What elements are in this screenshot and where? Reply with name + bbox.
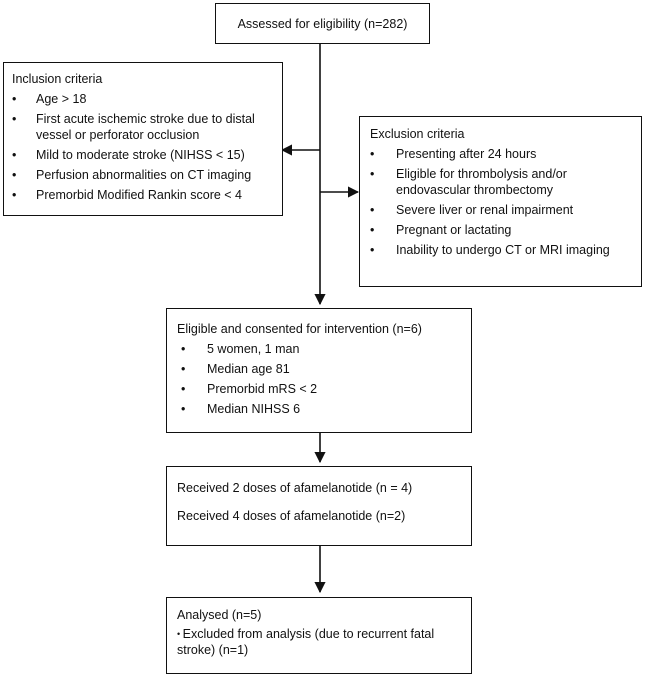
received-box: Received 2 doses of afamelanotide (n = 4… [166, 466, 472, 546]
inclusion-criteria-box: Inclusion criteria Age > 18 First acute … [3, 62, 283, 216]
analysed-title: Analysed (n=5) [177, 608, 262, 622]
assessed-text: Assessed for eligibility (n=282) [237, 16, 408, 31]
eligible-item: 5 women, 1 man [181, 341, 461, 357]
exclusion-list: Presenting after 24 hours Eligible for t… [370, 146, 631, 258]
analysed-excluded-note: Excluded from analysis (due to recurrent… [177, 626, 447, 658]
exclusion-item: Eligible for thrombolysis and/or endovas… [370, 166, 631, 198]
inclusion-item: Mild to moderate stroke (NIHSS < 15) [12, 147, 272, 163]
exclusion-item: Pregnant or lactating [370, 222, 631, 238]
assessed-box: Assessed for eligibility (n=282) [215, 3, 430, 44]
inclusion-title: Inclusion criteria [12, 72, 103, 86]
eligible-item: Median age 81 [181, 361, 461, 377]
exclusion-item: Presenting after 24 hours [370, 146, 631, 162]
exclusion-title: Exclusion criteria [370, 127, 465, 141]
inclusion-item: Age > 18 [12, 91, 272, 107]
eligible-box: Eligible and consented for intervention … [166, 308, 472, 433]
inclusion-item: Perfusion abnormalities on CT imaging [12, 167, 272, 183]
eligible-title: Eligible and consented for intervention … [177, 322, 422, 336]
exclusion-item: Inability to undergo CT or MRI imaging [370, 242, 631, 258]
eligible-list: 5 women, 1 man Median age 81 Premorbid m… [181, 341, 461, 417]
eligible-item: Premorbid mRS < 2 [181, 381, 461, 397]
inclusion-list: Age > 18 First acute ischemic stroke due… [12, 91, 272, 203]
analysed-box: Analysed (n=5) Excluded from analysis (d… [166, 597, 472, 674]
exclusion-item: Severe liver or renal impairment [370, 202, 631, 218]
received-line-2: Received 4 doses of afamelanotide (n=2) [177, 509, 406, 523]
inclusion-item: First acute ischemic stroke due to dista… [12, 111, 272, 143]
eligible-item: Median NIHSS 6 [181, 401, 461, 417]
inclusion-item: Premorbid Modified Rankin score < 4 [12, 187, 272, 203]
exclusion-criteria-box: Exclusion criteria Presenting after 24 h… [359, 116, 642, 287]
received-line-1: Received 2 doses of afamelanotide (n = 4… [177, 481, 413, 495]
